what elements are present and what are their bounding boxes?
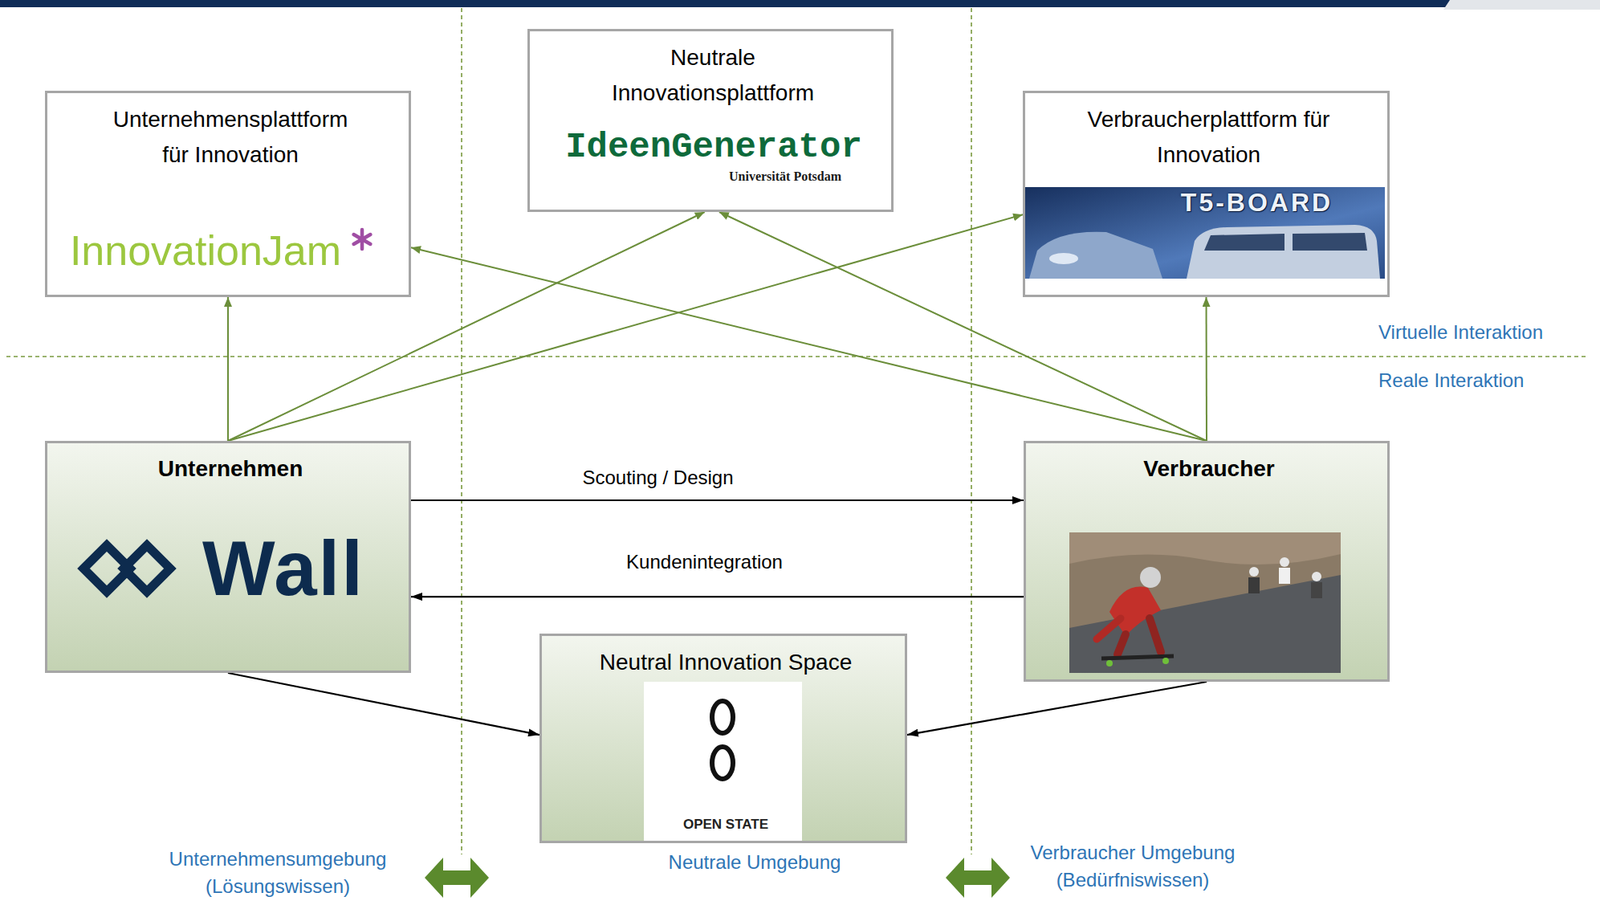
space-box: Neutral Innovation SpaceOPEN STATE [539,633,908,843]
photo-leg [1117,634,1126,655]
connector-arrow [227,297,229,441]
zone-label: Virtuelle Interaktion [1378,320,1544,345]
connector-arrow [411,499,1024,501]
photo-rider-far [1248,577,1260,594]
box-fill [44,90,412,298]
connector-arrow [1205,297,1209,441]
photo-hills [1069,553,1341,673]
node-heading: Verbraucher [1143,451,1275,487]
edge-label: Scouting / Design [578,465,737,490]
actor-box: Verbraucher [1023,440,1390,682]
zone-label: Neutrale Umgebung [668,848,842,876]
photo-leg [1149,618,1161,652]
photo-rider-far [1311,571,1322,582]
box-fill [1023,440,1390,682]
photo-car [1029,232,1163,279]
logo-text: Wall [202,525,365,611]
photo-van [1025,187,1385,279]
photo-rider-far [1278,567,1291,584]
asterisk-stroke [354,234,371,245]
top-bar [0,0,1455,8]
logo-text: OPEN STATE [683,815,769,834]
logo-panel [643,681,803,842]
wall-logo-mark [83,545,171,592]
photo-arm [1096,618,1121,640]
photo-wheel [1106,659,1113,667]
box-fill [527,28,894,212]
photo-headlight [1049,252,1079,265]
node-heading: Unternehmen [158,451,303,487]
asterisk-stroke [354,234,371,245]
connector-arrow [227,214,1023,441]
zone-label: Unternehmensumgebung (Lösungswissen) [149,845,407,900]
node-heading: Verbraucherplattform für Innovation [1080,101,1338,173]
photo-rider-far [1310,582,1323,599]
box-fill [1022,90,1390,298]
photo-board [1101,655,1174,659]
photo-rider-far [1279,557,1290,567]
logo-text: InnovationJam [69,225,342,276]
edge-label: Kundenintegration [622,549,786,575]
connector-arrow [907,681,1207,735]
photo-van-window [1204,233,1285,251]
photo-van-window [1292,232,1368,251]
photo-ground [1069,532,1341,673]
box-fill [44,440,412,673]
photo-road [1069,574,1341,673]
logo-subtext: Universität Potsdam [728,168,842,185]
connector-arrow [411,247,1207,441]
platform-box: Neutrale InnovationsplattformIdeenGenera… [527,28,894,212]
connector-arrow [411,595,1024,598]
node-heading: Unternehmensplattform für Innovation [101,101,359,173]
box-fill [539,633,908,843]
connector-arrow [227,672,540,735]
decoration [227,211,1207,735]
photo-van [1186,224,1381,279]
platform-box: Unternehmensplattform für InnovationInno… [44,90,412,298]
divider-dashed [970,8,973,855]
open-state-mark [712,746,733,779]
node-heading: Neutrale Innovationsplattform [584,40,842,111]
divider-dashed [460,8,463,855]
divider-dashed [6,355,1588,358]
photo-wheel [1162,657,1169,664]
logo-text: IdeenGenerator [565,126,863,169]
logo-text: T5-BOARD [1180,187,1333,217]
logo-asterisk [354,229,371,249]
double-arrow [945,857,1010,898]
connector-arrow [719,211,1207,441]
zone-label: Verbraucher Umgebung (Bedürfniswissen) [1004,838,1262,894]
photo-rider-far [1249,566,1259,577]
top-bar-end [1443,0,1600,10]
zone-label: Reale Interaktion [1378,368,1524,393]
decoration [44,28,1390,843]
node-heading: Neutral Innovation Space [599,644,852,680]
double-arrow [424,857,489,898]
platform-box: Verbraucherplattform für InnovationT5-BO… [1022,90,1390,298]
open-state-mark [712,700,733,733]
actor-box: UnternehmenWall [44,440,412,673]
photo-helmet [1139,566,1161,588]
